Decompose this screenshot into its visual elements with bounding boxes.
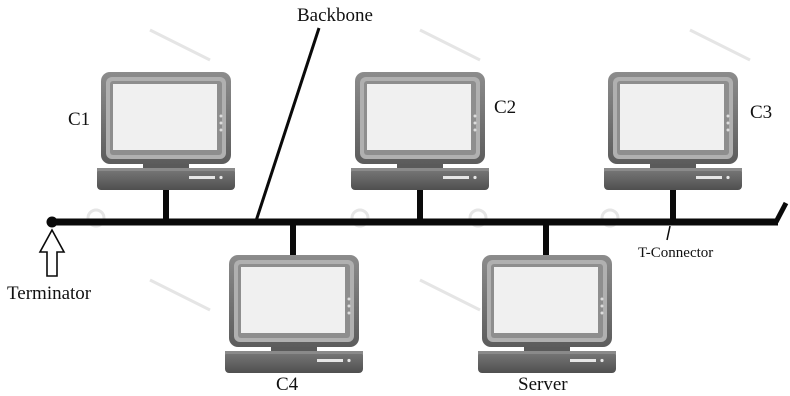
computer-c4 bbox=[225, 255, 363, 373]
computer-label-c3: C3 bbox=[750, 102, 772, 123]
terminator-symbol bbox=[38, 216, 66, 277]
computer-c2 bbox=[351, 72, 489, 190]
computer-label-c4: C4 bbox=[276, 374, 299, 395]
computer-server bbox=[478, 255, 616, 373]
cable-right-end bbox=[773, 201, 789, 224]
computer-c1 bbox=[97, 72, 235, 190]
backbone-pointer-line bbox=[254, 27, 321, 222]
computer-label-server: Server bbox=[518, 374, 568, 395]
t-connector-pointer bbox=[666, 225, 671, 241]
watermark bbox=[86, 28, 751, 312]
terminator-label: Terminator bbox=[7, 283, 92, 304]
t-connector-label: T-Connector bbox=[638, 245, 713, 261]
computer-label-c1: C1 bbox=[68, 109, 90, 130]
up-arrow-icon bbox=[38, 228, 66, 277]
backbone-label: Backbone bbox=[297, 5, 373, 26]
computer-label-c2: C2 bbox=[494, 97, 516, 118]
computer-c3 bbox=[604, 72, 742, 190]
